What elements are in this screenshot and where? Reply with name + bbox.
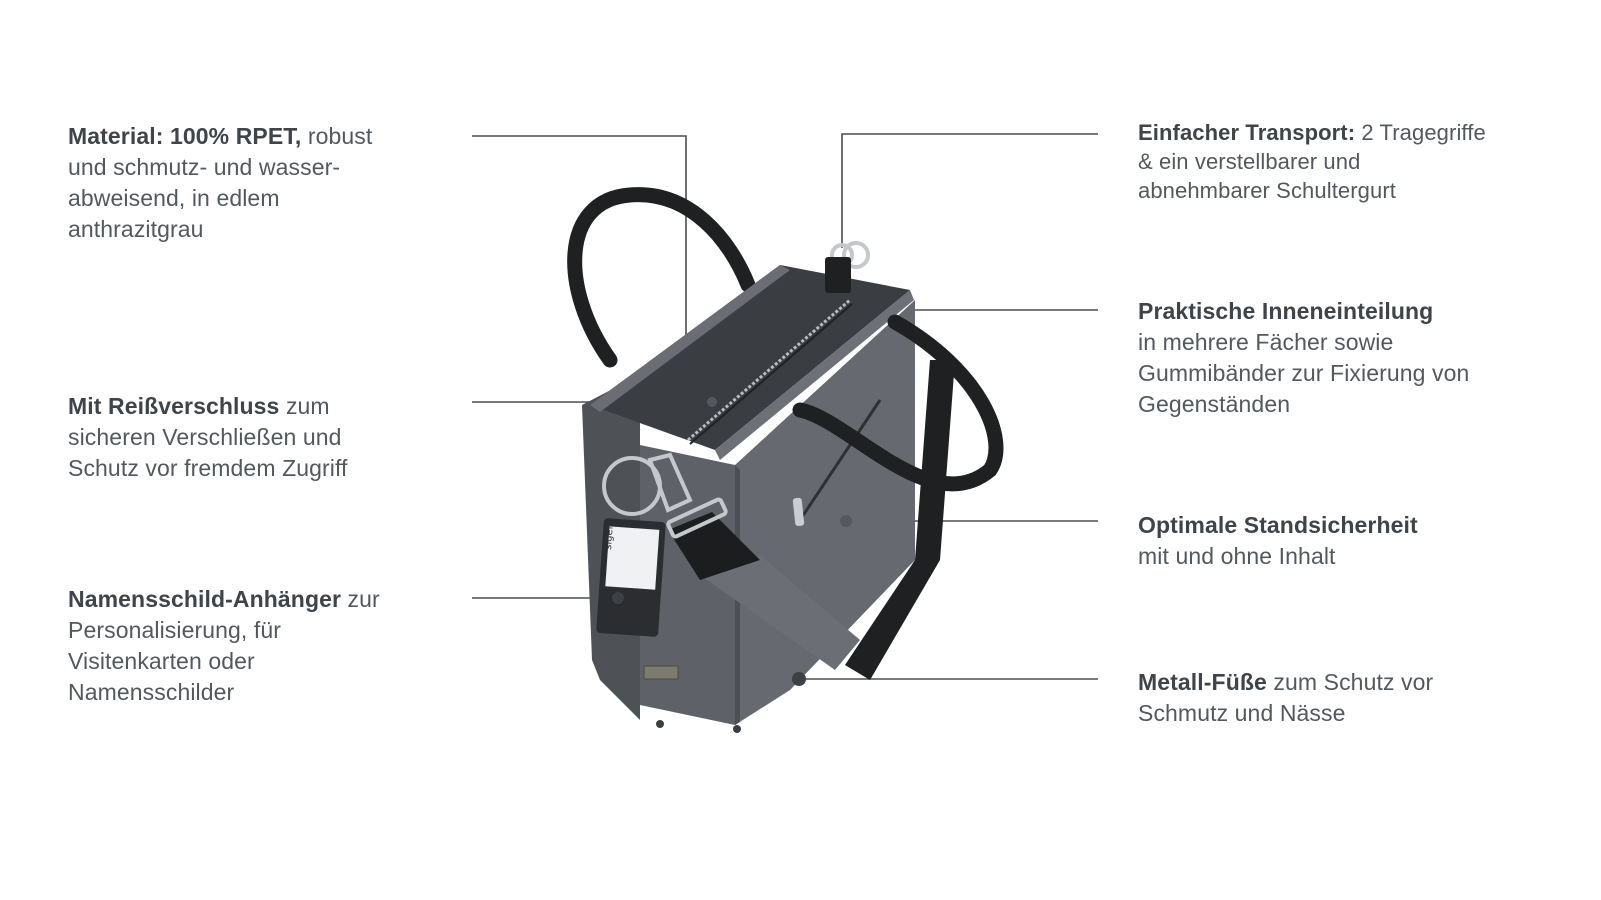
zip-pull — [792, 497, 805, 527]
feature-zipper: Mit Reißverschluss zum sicheren Verschli… — [68, 391, 428, 484]
feature-material-line-2: und schmutz- und wasser- — [68, 154, 341, 180]
feature-nametag-line-4: Namensschilder — [68, 679, 235, 705]
feature-stability-line-1: mit und ohne Inhalt — [1138, 543, 1336, 569]
feature-transport-line-2: & ein verstellbarer und — [1138, 149, 1361, 174]
feature-stability-lead: Optimale Standsicherheit — [1138, 512, 1418, 538]
front-handle — [792, 314, 1004, 492]
feature-transport-line-1: 2 Tragegriffe — [1361, 120, 1486, 145]
feature-interior-lead: Praktische Inneneinteilung — [1138, 298, 1434, 324]
feature-zipper-lead: Mit Reißverschluss — [68, 393, 280, 419]
feature-material-line-1: robust — [307, 123, 373, 149]
feature-zipper-line-1: zum — [285, 393, 330, 419]
feature-nametag: Namensschild-Anhänger zur Personalisieru… — [68, 584, 428, 708]
feature-nametag-lead: Namensschild-Anhänger — [68, 586, 342, 612]
feature-zipper-line-2: sicheren Verschließen und — [68, 424, 342, 450]
anchor-dot-nametag — [612, 592, 624, 604]
feature-nametag-line-2: Personalisierung, für — [68, 617, 282, 643]
feature-interior-line-1: in mehrere Fächer sowie — [1138, 329, 1394, 355]
anchor-dot-feet — [792, 672, 806, 686]
anchor-dot-stability — [840, 515, 852, 527]
brand-plate — [643, 665, 679, 680]
shoulder-strap-right — [845, 360, 955, 680]
anchor-dots — [612, 397, 852, 686]
feature-nametag-line-3: Visitenkarten oder — [68, 648, 255, 674]
feature-interior-line-2: Gummibänder zur Fixierung von — [1138, 360, 1470, 386]
bag-top-opening — [590, 265, 910, 450]
feature-material-lead: Material: 100% RPET, — [68, 123, 302, 149]
metal-foot — [656, 720, 664, 728]
bag-illustration: sigel — [567, 187, 1004, 733]
leader-line-material — [472, 135, 687, 335]
zipper — [687, 298, 851, 442]
feature-transport-lead: Einfacher Transport: — [1138, 120, 1356, 145]
leader-lines — [472, 133, 1098, 680]
tag-brand-text: sigel — [603, 526, 616, 550]
back-handle — [567, 187, 756, 368]
feature-material: Material: 100% RPET, robust und schmutz-… — [68, 121, 428, 245]
feature-transport-line-3: abnehmbarer Schultergurt — [1138, 178, 1396, 203]
feature-nametag-line-1: zur — [347, 586, 380, 612]
feature-feet-line-1: zum Schutz vor — [1273, 669, 1434, 695]
feature-transport: Einfacher Transport: 2 Tragegriffe & ein… — [1138, 118, 1558, 205]
shoulder-strap-flap — [700, 555, 860, 670]
feature-feet: Metall-Füße zum Schutz vor Schmutz und N… — [1138, 667, 1558, 729]
feature-material-line-3: abweisend, in edlem — [68, 185, 280, 211]
front-pocket-zip — [798, 399, 882, 521]
feature-feet-line-2: Schmutz und Nässe — [1138, 700, 1346, 726]
metal-hardware — [602, 241, 870, 539]
feature-stability: Optimale Standsicherheit mit und ohne In… — [1138, 510, 1558, 572]
anchor-dot-zipper — [707, 397, 717, 407]
feature-interior: Praktische Inneneinteilung in mehrere Fä… — [1138, 296, 1558, 420]
feature-feet-lead: Metall-Füße — [1138, 669, 1267, 695]
leader-line-transport — [841, 133, 1098, 248]
name-tag-holder: sigel — [596, 518, 666, 637]
feature-zipper-line-3: Schutz vor fremdem Zugriff — [68, 455, 348, 481]
feature-interior-line-3: Gegenständen — [1138, 391, 1291, 417]
feature-material-line-4: anthrazitgrau — [68, 216, 204, 242]
metal-foot — [733, 725, 741, 733]
